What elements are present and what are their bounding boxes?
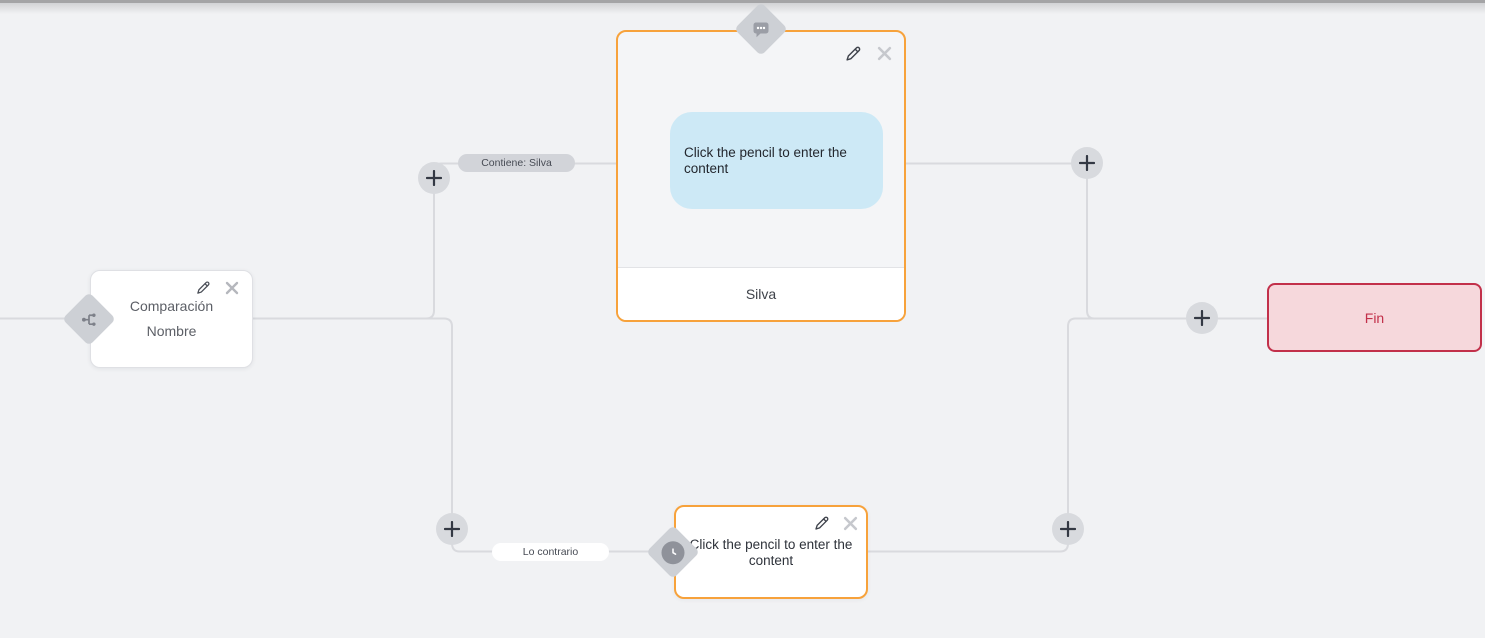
comparison-node[interactable]: Comparación Nombre: [90, 270, 253, 368]
plus-icon: [1079, 155, 1095, 171]
close-icon[interactable]: [225, 281, 239, 295]
edge-message-to-end: [906, 162, 1267, 320]
plus-icon: [426, 170, 442, 186]
add-step-button[interactable]: [436, 513, 468, 545]
message-placeholder-text: Click the pencil to enter the content: [684, 144, 847, 176]
condition-edge-label-text: Contiene: Silva: [481, 157, 552, 169]
delay-node[interactable]: Click the pencil to enter the content: [674, 505, 868, 599]
clock-icon: [661, 540, 685, 564]
condition-edge-label: Contiene: Silva: [458, 154, 575, 172]
message-node[interactable]: Click the pencil to enter the content Si…: [616, 30, 906, 322]
add-step-button[interactable]: [1071, 147, 1103, 179]
plus-icon: [1060, 521, 1076, 537]
add-step-button[interactable]: [1052, 513, 1084, 545]
branch-icon: [81, 311, 98, 328]
comparison-node-subtitle: Nombre: [146, 323, 197, 339]
top-toolbar-shadow: [0, 3, 1485, 14]
plus-icon: [1194, 310, 1210, 326]
add-step-button[interactable]: [418, 162, 450, 194]
message-preview-bubble: Click the pencil to enter the content: [670, 112, 883, 209]
edit-pencil-icon[interactable]: [196, 280, 211, 295]
else-edge-label-text: Lo contrario: [522, 546, 579, 558]
add-step-button[interactable]: [1186, 302, 1218, 334]
end-node[interactable]: Fin: [1267, 283, 1482, 352]
comparison-node-title: Comparación: [129, 298, 214, 314]
edit-pencil-icon[interactable]: [814, 515, 830, 531]
message-node-badge[interactable]: [734, 2, 788, 56]
message-footer-label: Silva: [745, 286, 777, 302]
chat-bubble-icon: [751, 19, 771, 39]
close-icon[interactable]: [877, 46, 892, 61]
comparison-node-badge[interactable]: [62, 292, 116, 346]
close-icon[interactable]: [843, 516, 858, 531]
delay-node-badge[interactable]: [646, 525, 700, 579]
delay-placeholder-text: Click the pencil to enter the content: [689, 537, 853, 568]
top-toolbar-edge: [0, 0, 1485, 3]
else-edge-label: Lo contrario: [492, 543, 609, 561]
edit-pencil-icon[interactable]: [845, 45, 862, 62]
plus-icon: [444, 521, 460, 537]
message-node-footer: Silva: [618, 267, 904, 320]
end-node-label: Fin: [1364, 309, 1385, 326]
